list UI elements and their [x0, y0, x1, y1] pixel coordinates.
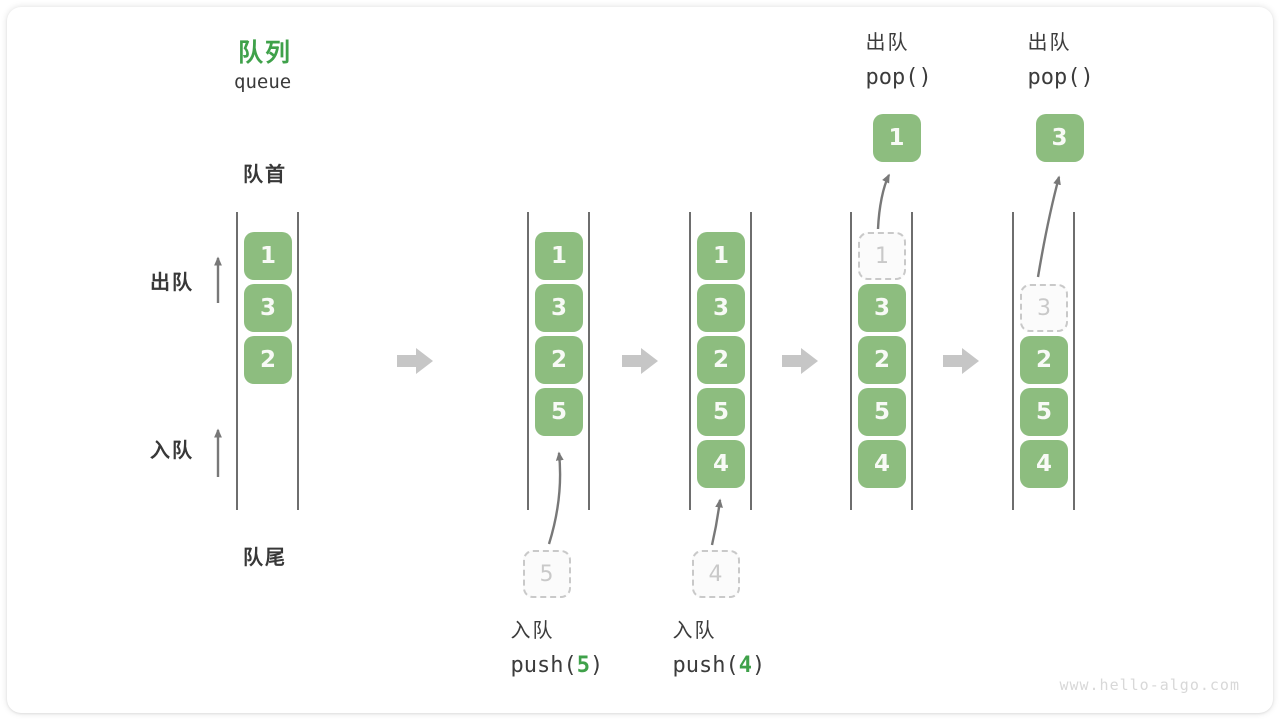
- operation-code: pop(): [866, 64, 932, 92]
- next-state-arrow-icon: [622, 348, 658, 374]
- page-title: 队列: [238, 39, 293, 67]
- queue-item-box: 1: [697, 232, 745, 280]
- queue-front-label: 队首: [243, 164, 287, 186]
- operation-code: pop(): [1028, 64, 1094, 92]
- queue-item-box: 3: [535, 284, 583, 332]
- queue-item-box: 3: [697, 284, 745, 332]
- operation-code-text: ): [751, 653, 766, 678]
- operation-label: 入队: [510, 620, 555, 642]
- queue-item-box: 5: [535, 388, 583, 436]
- operation-code-text: push(: [672, 653, 739, 678]
- staged-item-box: 5: [522, 550, 571, 598]
- queue-rear-label: 队尾: [243, 547, 287, 569]
- operation-code-text: ): [918, 65, 932, 90]
- operation-code: push(5): [511, 652, 604, 680]
- queue-item-box: 3: [244, 284, 292, 332]
- queue-item-box: 4: [858, 440, 906, 488]
- pop-arrow-icon: [1036, 175, 1061, 278]
- queue-item-box: 4: [1020, 440, 1068, 488]
- queue-item-box: 5: [1020, 388, 1068, 436]
- operation-code-text: ): [589, 653, 604, 678]
- next-state-arrow-icon: [397, 348, 433, 374]
- queue-item-box: 1: [535, 232, 583, 280]
- operation-code: push(4): [673, 652, 766, 680]
- popped-item-box: 3: [1035, 114, 1084, 162]
- enqueue-side-label: 入队: [150, 440, 194, 462]
- staged-item-box: 4: [691, 550, 740, 598]
- operation-code-text: pop(: [1027, 65, 1081, 90]
- queue-item-box: 2: [1020, 336, 1068, 384]
- next-state-arrow-icon: [782, 348, 818, 374]
- queue-item-box: 5: [697, 388, 745, 436]
- page-subtitle: queue: [234, 71, 292, 93]
- watermark: www.hello-algo.com: [1059, 676, 1240, 694]
- operation-code-arg: 4: [738, 653, 752, 678]
- queue-item-box: 2: [244, 336, 292, 384]
- dequeue-side-label: 出队: [150, 272, 194, 294]
- queue-item-box: 2: [697, 336, 745, 384]
- push-arrow-icon: [547, 451, 564, 545]
- queue-item-box: 2: [858, 336, 906, 384]
- queue-item-box: 1: [244, 232, 292, 280]
- dequeued-ghost-box: 1: [858, 232, 906, 280]
- queue-item-box: 2: [535, 336, 583, 384]
- operation-code-text: push(: [510, 653, 577, 678]
- operation-label: 入队: [672, 620, 717, 642]
- operation-code-text: pop(: [865, 65, 919, 90]
- queue-item-box: 3: [858, 284, 906, 332]
- next-state-arrow-icon: [943, 348, 979, 374]
- operation-label: 出队: [865, 32, 910, 54]
- push-arrow-icon: [710, 498, 723, 546]
- operation-label: 出队: [1027, 32, 1072, 54]
- pop-arrow-icon: [876, 173, 891, 230]
- dequeued-ghost-box: 3: [1020, 284, 1068, 332]
- queue-item-box: 5: [858, 388, 906, 436]
- operation-code-text: ): [1080, 65, 1094, 90]
- queue-item-box: 4: [697, 440, 745, 488]
- operation-code-arg: 5: [576, 653, 590, 678]
- popped-item-box: 1: [872, 114, 921, 162]
